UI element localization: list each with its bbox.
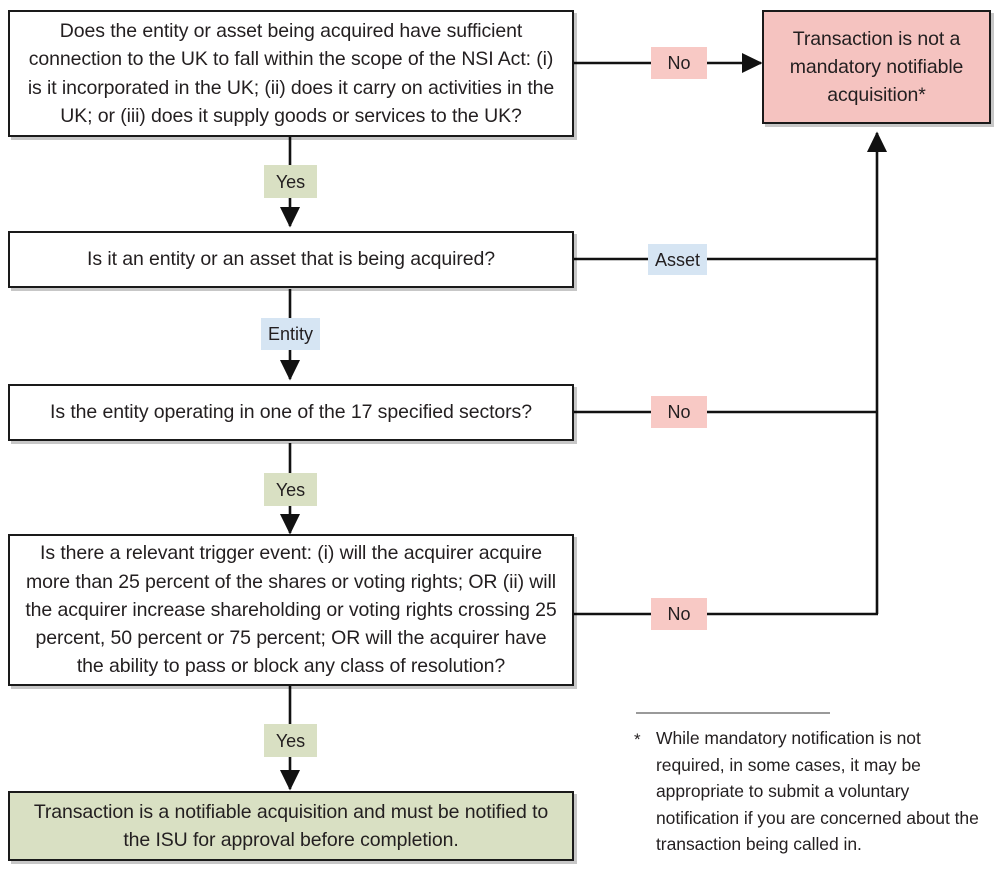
edge-label-q3-no: No — [651, 396, 707, 428]
edge-label-q3-yes: Yes — [264, 473, 317, 506]
node-question-uk-connection-text: Does the entity or asset being acquired … — [27, 19, 555, 127]
footnote-divider — [636, 712, 830, 714]
node-outcome-not-notifiable[interactable]: Transaction is not a mandatory notifiabl… — [762, 10, 991, 124]
node-question-trigger-event-text: Is there a relevant trigger event: (i) w… — [25, 542, 557, 678]
edge-label-q4-no: No — [651, 598, 707, 630]
node-question-entity-or-asset-text: Is it an entity or an asset that is bein… — [87, 248, 495, 271]
edge-label-q1-yes: Yes — [264, 165, 317, 198]
node-outcome-not-notifiable-text: Transaction is not a mandatory notifiabl… — [789, 27, 964, 107]
node-question-specified-sectors[interactable]: Is the entity operating in one of the 17… — [8, 384, 574, 441]
edge-label-q1-no: No — [651, 47, 707, 79]
footnote-block: * While mandatory notification is not re… — [634, 712, 980, 858]
edge-label-q2-entity: Entity — [261, 318, 320, 350]
node-question-specified-sectors-text: Is the entity operating in one of the 17… — [50, 401, 532, 424]
edge-label-q2-asset: Asset — [648, 244, 707, 275]
node-question-trigger-event[interactable]: Is there a relevant trigger event: (i) w… — [8, 534, 574, 686]
node-question-uk-connection[interactable]: Does the entity or asset being acquired … — [8, 10, 574, 137]
node-outcome-notifiable-text: Transaction is a notifiable acquisition … — [33, 800, 549, 851]
edge-label-q4-yes: Yes — [264, 724, 317, 757]
footnote-marker: * — [634, 730, 641, 749]
node-question-entity-or-asset[interactable]: Is it an entity or an asset that is bein… — [8, 231, 574, 288]
node-outcome-notifiable[interactable]: Transaction is a notifiable acquisition … — [8, 791, 574, 861]
footnote-row: * While mandatory notification is not re… — [634, 725, 980, 858]
footnote-text: While mandatory notification is not requ… — [656, 728, 979, 855]
